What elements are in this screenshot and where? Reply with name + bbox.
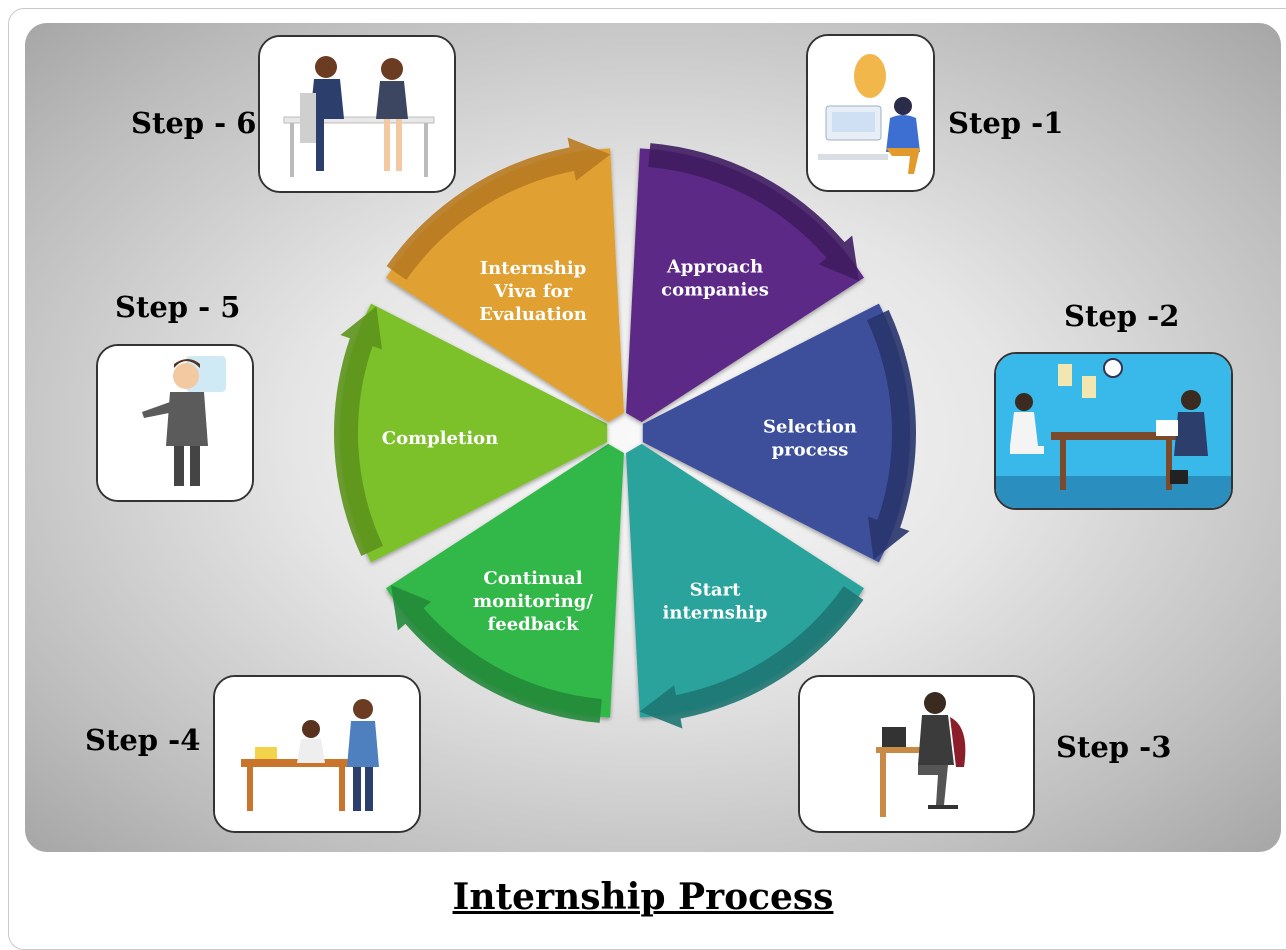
segment-label-viva: Evaluation	[479, 304, 587, 325]
segment-label-start: Start	[690, 580, 741, 601]
arrow-monitoring	[391, 584, 602, 723]
step-2-label: Step -2	[1064, 299, 1180, 333]
step-1-card	[806, 34, 935, 192]
step-4-label: Step -4	[85, 723, 201, 757]
arrow-completion	[334, 306, 384, 556]
segment-label-start: internship	[663, 603, 768, 624]
step-6-card	[258, 35, 456, 193]
segment-label-monitoring: monitoring/	[473, 591, 593, 612]
step-2-card	[994, 352, 1233, 510]
diagram-title: Internship Process	[452, 876, 834, 918]
segment-label-completion: Completion	[382, 428, 499, 449]
step-1-label: Step -1	[948, 106, 1064, 140]
segment-label-approach: companies	[661, 280, 769, 301]
person-at-laptop-icon	[808, 36, 933, 190]
segment-label-monitoring: Continual	[483, 568, 582, 589]
arrow-viva	[386, 137, 611, 280]
arrow-approach	[648, 143, 859, 282]
arrow-start	[639, 586, 864, 729]
segment-label-monitoring: feedback	[488, 614, 579, 635]
arrow-selection	[866, 310, 916, 560]
man-working-at-desk-icon	[800, 677, 1033, 831]
segment-label-selection: process	[772, 440, 849, 461]
segment-label-approach: Approach	[666, 257, 763, 278]
step-3-label: Step -3	[1056, 730, 1172, 764]
process-wheel: ApproachcompaniesSelectionprocessStartin…	[334, 137, 916, 729]
step-4-card	[213, 675, 421, 833]
segment-label-viva: Internship	[480, 258, 587, 279]
segment-label-viva: Viva for	[493, 281, 573, 302]
interview-office-icon	[996, 354, 1231, 508]
step-3-card	[798, 675, 1035, 833]
step-5-label: Step - 5	[115, 290, 241, 324]
segment-label-selection: Selection	[763, 417, 857, 438]
team-at-desk-icon	[215, 677, 419, 831]
step-6-label: Step - 6	[131, 106, 257, 140]
presenting-man-icon	[98, 346, 252, 500]
segment-completion	[340, 303, 608, 563]
step-5-card	[96, 344, 254, 502]
segment-selection	[642, 303, 910, 563]
meeting-at-table-icon	[260, 37, 454, 191]
